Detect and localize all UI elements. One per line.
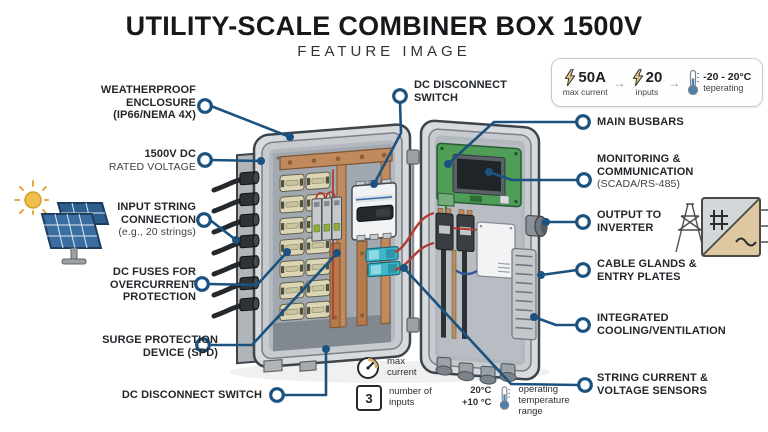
legend-specs: 3 number of inputs 20°C +10 °C operating… xyxy=(356,384,582,418)
badge-inputs: 20 inputs xyxy=(632,68,663,97)
inputs-value: 20 xyxy=(645,68,663,86)
temp-label: teperating xyxy=(703,83,744,94)
inter-box-wires xyxy=(394,211,435,272)
label-surge-protection: SURGE PROTECTION DEVICE (SPD) xyxy=(102,334,218,359)
label-output-to-inverter: OUTPUT TO INVERTER xyxy=(597,209,662,234)
callout-lines xyxy=(206,100,581,397)
legend-temp-label: operating temperature range xyxy=(518,384,570,417)
solar-panel-icon xyxy=(14,180,110,265)
arrow-icon: → xyxy=(613,75,626,90)
max-current-value: 50A xyxy=(578,68,606,86)
wire-blue xyxy=(455,269,478,276)
badge-temperature: -20 - 20°C teperating xyxy=(686,69,751,96)
callout-end-dots xyxy=(232,133,550,353)
label-monitoring-communication: MONITORING & COMMUNICATION (SCADA/RS-485… xyxy=(597,153,694,191)
dc-disconnect-breaker xyxy=(351,178,397,242)
spec-badge: 50A max current → 20 inputs → -20 - 20°C… xyxy=(551,58,763,107)
max-current-label: max current xyxy=(562,86,608,97)
legend-temp-values: 20°C +10 °C xyxy=(462,385,492,408)
legend-max-current: max current xyxy=(356,356,433,380)
surge-protection-device xyxy=(311,191,342,242)
temp-value: -20 - 20°C xyxy=(703,70,752,83)
label-cable-glands: CABLE GLANDS & ENTRY PLATES xyxy=(597,258,697,283)
callout-anchor-circles xyxy=(194,88,593,403)
label-input-string-connection: INPUT STRING CONNECTION (e.g., 20 string… xyxy=(117,201,196,239)
label-dc-fuses: DC FUSES FOR OVERCURRENT PROTECTION xyxy=(109,266,196,304)
page-title: UTILITY-SCALE COMBINER BOX 1500V xyxy=(125,11,643,41)
legend-inputs-label: number of inputs xyxy=(389,386,432,408)
label-string-sensors: STRING CURRENT & VOLTAGE SENSORS xyxy=(597,372,708,397)
enclosure-right xyxy=(419,119,548,386)
legend-max-current-label: max current xyxy=(387,356,417,378)
inputs-count-box: 3 xyxy=(356,385,382,411)
sensor-wire-red xyxy=(453,227,480,232)
gauge-icon xyxy=(357,357,379,379)
inputs-label: inputs xyxy=(635,86,659,97)
label-rated-voltage: 1500V DC RATED VOLTAGE xyxy=(108,148,196,173)
page-subtitle: FEATURE IMAGE xyxy=(297,43,471,60)
lightning-icon xyxy=(632,68,643,86)
inverter-icon xyxy=(675,197,768,257)
label-weatherproof-enclosure: WEATHERPROOF ENCLOSURE (IP66/NEMA 4X) xyxy=(100,84,196,122)
monitoring-pcb xyxy=(436,142,522,208)
voltage-sensor-terminal xyxy=(365,246,401,278)
lightning-icon xyxy=(565,68,576,86)
thermometer-icon xyxy=(500,386,511,410)
label-dc-disconnect-top: DC DISCONNECT SWITCH xyxy=(414,79,507,104)
vent-louvers xyxy=(511,247,537,341)
hinge xyxy=(406,149,420,333)
thermometer-icon xyxy=(688,69,700,96)
label-main-busbars: MAIN BUSBARS xyxy=(597,116,684,128)
badge-max-current: 50A max current xyxy=(562,68,608,97)
label-dc-disconnect-bottom: DC DISCONNECT SWITCH xyxy=(121,389,262,401)
white-junction-box xyxy=(476,221,516,279)
arrow-icon: → xyxy=(668,75,681,90)
label-cooling-ventilation: INTEGRATED COOLING/VENTILATION xyxy=(597,312,726,337)
